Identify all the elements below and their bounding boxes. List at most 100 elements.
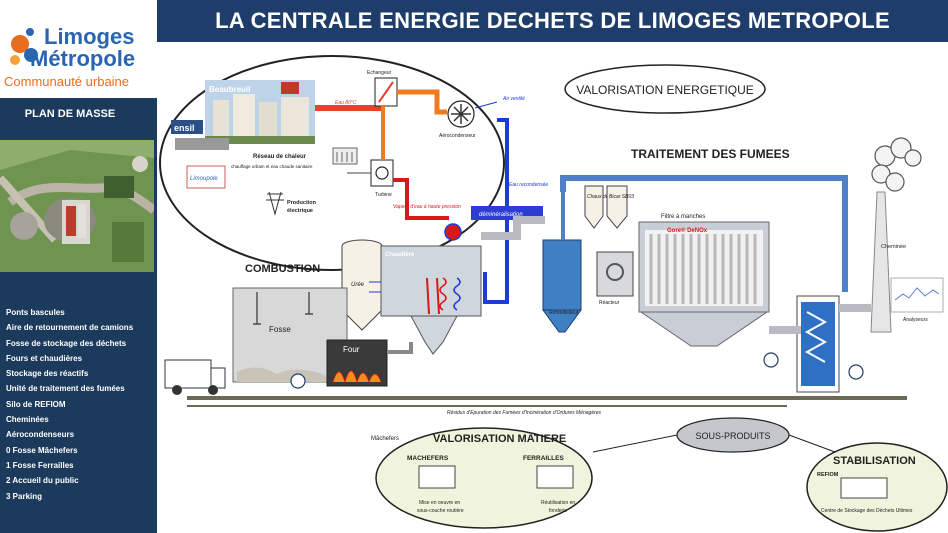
energy-bubble bbox=[564, 64, 766, 114]
blower-fan-icon bbox=[290, 373, 306, 389]
legend-item[interactable]: 3 Parking bbox=[6, 491, 43, 501]
crane-grab-icon bbox=[305, 292, 313, 315]
legend-item[interactable]: Fours et chaudières bbox=[6, 353, 83, 363]
air-label: Air ventilé bbox=[502, 96, 525, 102]
lime-label: Chaux de Sorelle bbox=[587, 194, 626, 200]
pylon-icon bbox=[266, 191, 284, 216]
bag-filter-label: Filtre à manches bbox=[661, 214, 705, 220]
logo-line1: Limoges bbox=[44, 24, 135, 49]
reactor bbox=[596, 251, 634, 297]
boiler-coil-blue-icon bbox=[453, 277, 461, 311]
radiator-icon bbox=[332, 147, 358, 165]
logo-graphic bbox=[10, 28, 38, 65]
smoke-icon bbox=[904, 149, 922, 167]
logo-mark-dot bbox=[26, 28, 34, 36]
blower-fan-icon bbox=[763, 352, 779, 368]
bottom-ash-label: Mâchefers bbox=[371, 436, 399, 442]
partner-logo bbox=[186, 165, 226, 189]
turbine bbox=[370, 159, 394, 187]
ensil-logo bbox=[171, 120, 203, 134]
power-production-label-2: électrique bbox=[287, 208, 313, 214]
smoke-icon bbox=[890, 137, 912, 159]
building-icon bbox=[233, 94, 255, 140]
logo-mark-blue bbox=[24, 48, 38, 62]
pit-label: Fosse bbox=[269, 325, 291, 334]
fan-blades-icon bbox=[451, 104, 471, 124]
boiler-label: Chaudière bbox=[385, 252, 415, 258]
grass-strip bbox=[205, 136, 315, 144]
heat-network-subtitle: chauffage urbain et eau chaude sanitaire bbox=[231, 164, 313, 169]
ensil-building-photo bbox=[175, 138, 229, 150]
legend-item[interactable]: Unité de traitement des fumées bbox=[6, 384, 125, 394]
scrap-caption: FERRAILLES bbox=[523, 455, 564, 462]
legend-item[interactable]: 1 Fosse Ferrailles bbox=[6, 460, 74, 470]
high-pressure-steam-pipe bbox=[393, 178, 449, 220]
turbine-label: Turbine bbox=[375, 192, 392, 198]
exchanger-label: Echangeur bbox=[367, 70, 392, 76]
urea-silo bbox=[341, 246, 383, 331]
legend-item[interactable]: Stockage des réactifs bbox=[6, 369, 89, 379]
legend-item[interactable]: Ponts bascules bbox=[6, 308, 65, 317]
energy-bubble-label: VALORISATION ENERGETIQUE bbox=[576, 83, 754, 97]
page-title: LA CENTRALE ENERGIE DECHETS DE LIMOGES M… bbox=[215, 8, 890, 33]
radiator-fins-icon bbox=[336, 152, 353, 162]
material-recovery-oval bbox=[375, 427, 593, 529]
boiler-steam-tubes bbox=[426, 277, 440, 315]
legend-item[interactable]: Silo de REFIOM bbox=[6, 399, 66, 409]
filter-bags-icon bbox=[649, 234, 757, 304]
heat-network-title: Réseau de chaleur bbox=[253, 154, 307, 160]
combustion-title: COMBUSTION bbox=[245, 263, 320, 275]
bottom-ash-use-2: sous-couche routière bbox=[417, 508, 464, 514]
building-icon bbox=[281, 97, 309, 140]
legend-item[interactable]: Aire de retournement de camions bbox=[6, 323, 134, 333]
lime-silo bbox=[584, 185, 604, 229]
chimney bbox=[870, 191, 892, 333]
byproducts-label: SOUS-PRODUITS bbox=[695, 431, 770, 441]
demineralisation-label: déminéralisation bbox=[479, 212, 523, 218]
header-bar: LA CENTRALE ENERGIE DECHETS DE LIMOGES M… bbox=[157, 0, 948, 42]
denox-label: Gore® DeNOx bbox=[667, 227, 708, 234]
partner-logo-text: Limoupole bbox=[190, 176, 218, 182]
dump-truck-icon bbox=[418, 465, 456, 489]
legend-item[interactable]: 2 Accueil du public bbox=[6, 476, 79, 486]
bicarbonate-silo bbox=[606, 185, 628, 229]
refiom-caption: REFIOM bbox=[817, 472, 839, 478]
material-recovery-title: VALORISATION MATIERE bbox=[433, 433, 566, 445]
logo: Limoges Métropole Communauté urbaine bbox=[0, 0, 157, 98]
cooler-label: Refroidisseur bbox=[549, 310, 579, 316]
wheel-icon bbox=[208, 385, 218, 395]
boiler-coil-red-icon bbox=[439, 277, 447, 311]
building-icon bbox=[213, 100, 229, 140]
logo-mark-yellow bbox=[10, 55, 20, 65]
bottom-ash-use-1: Mise en oeuvre en bbox=[419, 500, 460, 506]
turbine-gear-icon bbox=[375, 166, 389, 180]
cooler-hopper bbox=[542, 309, 582, 333]
hot-steam-pipe bbox=[397, 89, 447, 115]
refiom-line-label: Résidus d'Epuration des Fumées d'Incinér… bbox=[447, 410, 602, 416]
legend-item[interactable]: 0 Fosse Mâchefers bbox=[6, 445, 78, 455]
logo-mark-orange bbox=[11, 35, 29, 53]
byproducts-link bbox=[788, 434, 836, 453]
truck-cab-icon bbox=[210, 367, 226, 389]
legend-item[interactable]: Fosse de stockage des déchets bbox=[6, 338, 127, 348]
scrubber-liquid bbox=[801, 302, 835, 386]
legend-item[interactable]: Aérocondenseurs bbox=[6, 430, 75, 440]
stabilisation-title: STABILISATION bbox=[833, 455, 916, 467]
power-production-label-1: Production bbox=[287, 200, 317, 206]
hot-water-label: Eau 80°C bbox=[335, 100, 357, 106]
reactor-label: Réacteur bbox=[599, 300, 620, 306]
analyser-screen bbox=[890, 277, 944, 313]
scrubber-inlet bbox=[769, 326, 801, 334]
condensed-water-label: Eau recondensée bbox=[509, 182, 548, 188]
hot-gas-duct bbox=[481, 216, 545, 240]
scrap-use-2: fonderie bbox=[549, 508, 567, 514]
blower-fan-icon bbox=[848, 364, 864, 380]
cooler bbox=[542, 239, 582, 311]
building-icon bbox=[259, 102, 277, 140]
legend-item[interactable]: Cheminées bbox=[6, 415, 49, 425]
condensed-water-pipe bbox=[483, 118, 509, 304]
beaubreuil-label: Beaubreuil bbox=[209, 85, 250, 94]
ensil-label: ensil bbox=[174, 123, 195, 133]
exchanger-coil-icon bbox=[378, 81, 394, 103]
logo-tagline: Communauté urbaine bbox=[4, 74, 130, 89]
